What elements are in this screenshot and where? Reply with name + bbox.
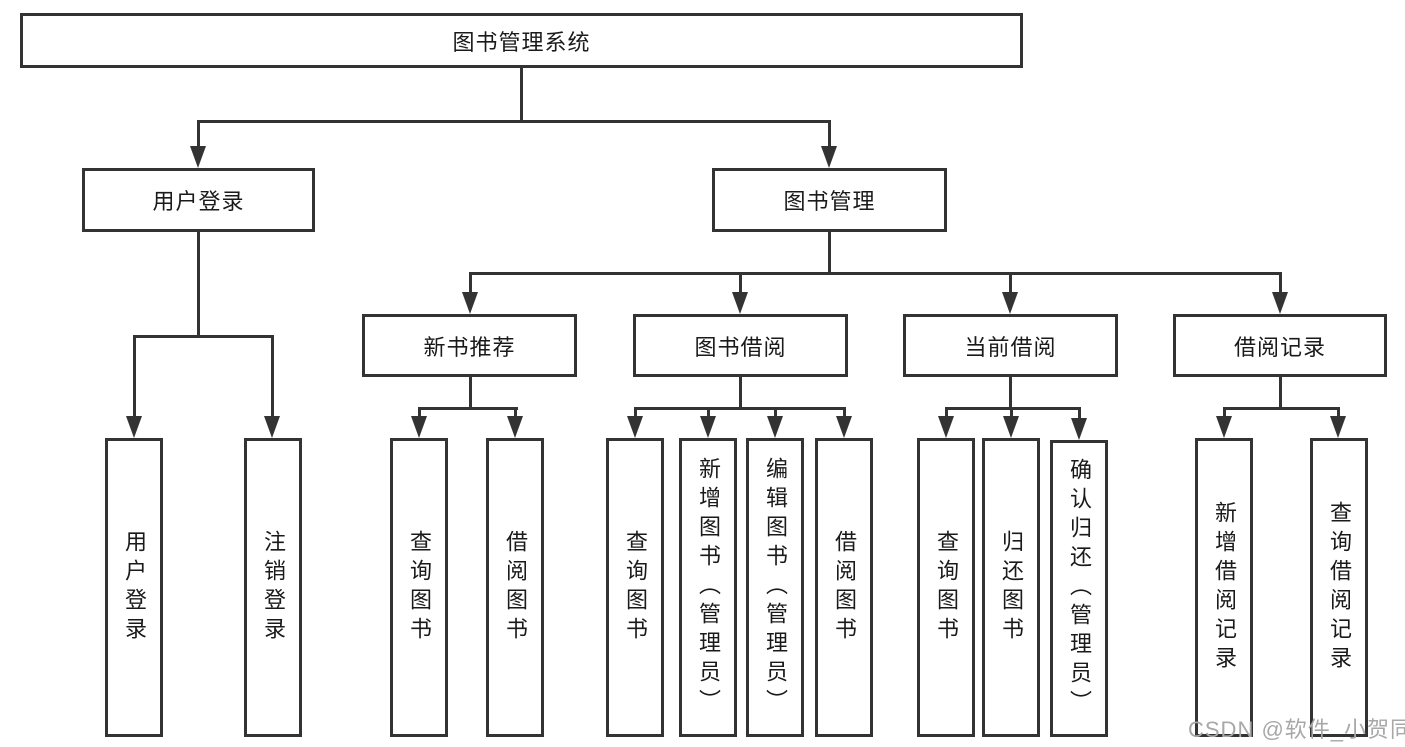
connector-drop-user-login (197, 120, 200, 150)
arrow-leaf-logout (264, 416, 280, 438)
connector-root-trunk (520, 68, 523, 120)
connector-drop-current-borrow (1009, 272, 1012, 296)
leaf-current-return-label: 归还图书 (999, 529, 1024, 646)
arrow-current-confirm (1071, 418, 1087, 440)
arrow-borrow-records (1272, 292, 1288, 314)
leaf-current-query-label: 查询图书 (934, 529, 959, 646)
leaf-borrow-book-label: 借阅图书 (832, 529, 857, 646)
leaf-current-confirm-admin-label: 确认归还（管理员） (1067, 458, 1092, 719)
connector-drop-newbook-borrow (514, 407, 517, 420)
connector-level1-rail (197, 120, 831, 123)
connector-drop-borrow-add (707, 407, 710, 420)
leaf-borrow-query: 查询图书 (606, 438, 664, 737)
connector-drop-book-management (828, 120, 831, 150)
leaf-record-query: 查询借阅记录 (1310, 438, 1368, 737)
node-new-book-recommend: 新书推荐 (362, 314, 577, 377)
leaf-current-confirm-admin: 确认归还（管理员） (1050, 440, 1108, 737)
connector-current-trunk (1009, 377, 1012, 407)
connector-book-borrow-trunk (739, 377, 742, 407)
connector-drop-current-return (1010, 407, 1013, 420)
leaf-newbook-borrow: 借阅图书 (486, 438, 544, 737)
leaf-newbook-query: 查询图书 (390, 438, 448, 737)
connector-sections-rail (469, 272, 1282, 275)
arrow-current-borrow (1002, 292, 1018, 314)
leaf-current-query: 查询图书 (917, 438, 975, 737)
connector-user-login-trunk (197, 232, 200, 335)
connector-drop-borrow-edit (774, 407, 777, 420)
leaf-newbook-borrow-label: 借阅图书 (503, 529, 528, 646)
arrow-current-return (1003, 416, 1019, 438)
node-user-login-label: 用户登录 (152, 189, 245, 214)
leaf-user-login-label: 用户登录 (122, 529, 147, 646)
arrow-borrow-edit (767, 416, 783, 438)
node-borrow-records-label: 借阅记录 (1233, 334, 1326, 360)
leaf-record-query-label: 查询借阅记录 (1327, 500, 1352, 675)
connector-drop-borrow-query (634, 407, 637, 420)
node-book-borrow: 图书借阅 (633, 314, 848, 377)
arrow-user-login (190, 146, 206, 168)
connector-drop-leaf-logout (271, 335, 274, 420)
arrow-record-add (1216, 416, 1232, 438)
arrow-borrow-book (836, 416, 852, 438)
connector-current-rail (945, 407, 1081, 410)
connector-drop-record-add (1223, 407, 1226, 420)
connector-user-login-rail (133, 335, 274, 338)
leaf-borrow-book: 借阅图书 (815, 438, 873, 737)
arrow-newbook-borrow (507, 416, 523, 438)
leaf-record-add: 新增借阅记录 (1195, 438, 1253, 737)
node-book-management-label: 图书管理 (783, 189, 876, 214)
leaf-newbook-query-label: 查询图书 (407, 529, 432, 646)
arrow-newbook-query (411, 416, 427, 438)
node-borrow-records: 借阅记录 (1173, 314, 1387, 377)
connector-drop-newbook-query (418, 407, 421, 420)
connector-records-rail (1223, 407, 1339, 410)
connector-drop-new-book-recommend (469, 272, 472, 296)
node-root: 图书管理系统 (20, 13, 1023, 68)
connector-drop-record-query (1337, 407, 1340, 420)
leaf-current-return: 归还图书 (982, 438, 1040, 737)
connector-drop-current-query (945, 407, 948, 420)
leaf-user-login: 用户登录 (105, 438, 163, 737)
connector-drop-current-confirm (1078, 407, 1081, 420)
connector-new-book-rail (418, 407, 518, 410)
arrow-borrow-query (627, 416, 643, 438)
leaf-borrow-edit-admin-label: 编辑图书（管理员） (763, 457, 788, 718)
arrow-book-borrow (732, 292, 748, 314)
node-book-management: 图书管理 (712, 168, 947, 232)
node-new-book-recommend-label: 新书推荐 (423, 334, 516, 360)
arrow-book-management (821, 146, 837, 168)
connector-drop-borrow-records (1279, 272, 1282, 296)
leaf-borrow-add-admin-label: 新增图书（管理员） (696, 457, 721, 718)
node-root-label: 图书管理系统 (452, 29, 591, 55)
connector-drop-leaf-user-login (133, 335, 136, 420)
arrow-new-book-recommend (462, 292, 478, 314)
node-book-borrow-label: 图书借阅 (694, 334, 787, 360)
connector-book-borrow-rail (634, 407, 846, 410)
connector-drop-borrow-book (843, 407, 846, 420)
node-current-borrow: 当前借阅 (903, 314, 1118, 377)
arrow-leaf-user-login (126, 416, 142, 438)
leaf-borrow-query-label: 查询图书 (623, 529, 648, 646)
arrow-borrow-add (700, 416, 716, 438)
leaf-logout: 注销登录 (244, 438, 302, 737)
leaf-borrow-edit-admin: 编辑图书（管理员） (746, 438, 804, 737)
connector-new-book-trunk (469, 377, 472, 407)
csdn-watermark: CSDN @软件_小贺同学 (1188, 717, 1405, 742)
leaf-borrow-add-admin: 新增图书（管理员） (679, 438, 737, 737)
node-user-login: 用户登录 (82, 168, 315, 232)
arrow-record-query (1330, 416, 1346, 438)
node-current-borrow-label: 当前借阅 (964, 334, 1057, 360)
leaf-logout-label: 注销登录 (261, 529, 286, 646)
connector-records-trunk (1279, 377, 1282, 407)
connector-book-management-trunk (828, 232, 831, 272)
connector-drop-book-borrow (739, 272, 742, 296)
leaf-record-add-label: 新增借阅记录 (1212, 500, 1237, 675)
arrow-current-query (938, 416, 954, 438)
